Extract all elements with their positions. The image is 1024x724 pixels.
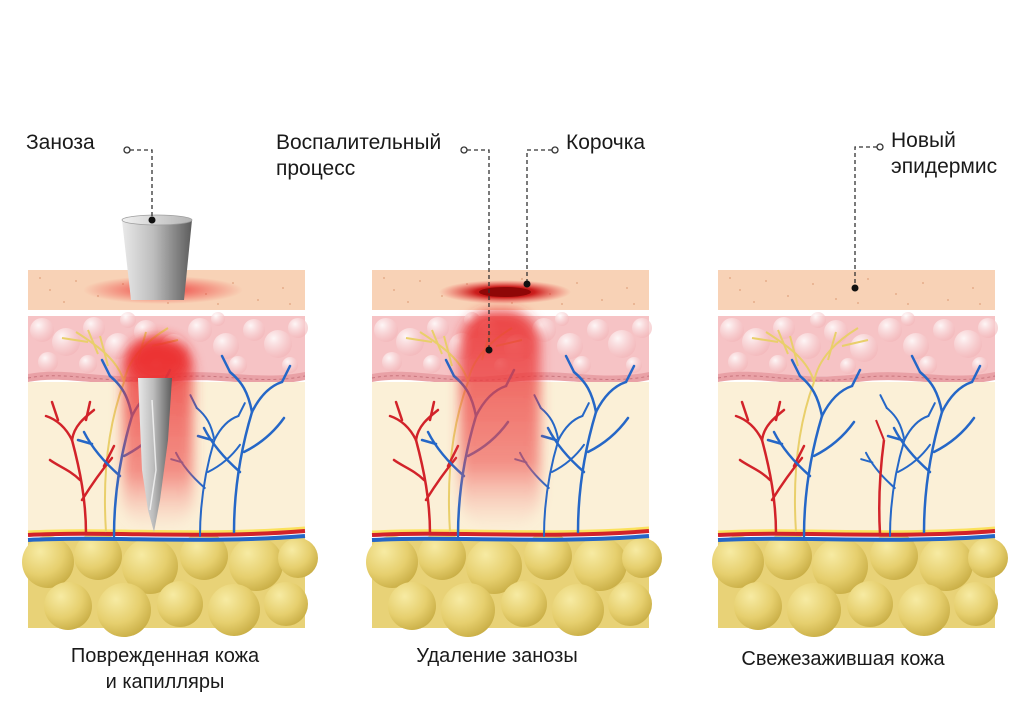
caption-splinter-removal: Удаление занозы [372, 643, 622, 669]
label-splinter: Заноза [26, 130, 95, 156]
label-new-epidermis-line1: Новый [891, 128, 997, 154]
panel-healed-skin [712, 270, 1008, 637]
pointer-dot [524, 281, 531, 288]
panel-damaged-skin [22, 270, 318, 637]
label-new-epidermis: Новый эпидермис [891, 128, 997, 180]
panel-splinter-removal [366, 270, 662, 637]
caption-damaged-skin: Поврежденная кожа и капилляры [40, 643, 290, 695]
inflammation-column [460, 310, 540, 530]
label-inflammation-line2: процесс [276, 156, 441, 182]
label-inflammation-line1: Воспалительный [276, 130, 441, 156]
label-inflammation: Воспалительный процесс [276, 130, 441, 182]
pointer-dot [149, 217, 156, 224]
pointer-dot [852, 285, 859, 292]
leader-crust [527, 150, 552, 282]
caption-damaged-skin-line2: и капилляры [40, 669, 290, 695]
caption-healed-skin: Свежезажившая кожа [718, 646, 968, 672]
caption-damaged-skin-line1: Поврежденная кожа [40, 643, 290, 669]
pointer-dot [486, 347, 493, 354]
label-new-epidermis-line2: эпидермис [891, 154, 997, 180]
splinter-icon [122, 215, 192, 300]
leader-splinter [130, 150, 152, 218]
leader-new-epidermis [855, 147, 877, 286]
label-crust: Корочка [566, 130, 645, 156]
